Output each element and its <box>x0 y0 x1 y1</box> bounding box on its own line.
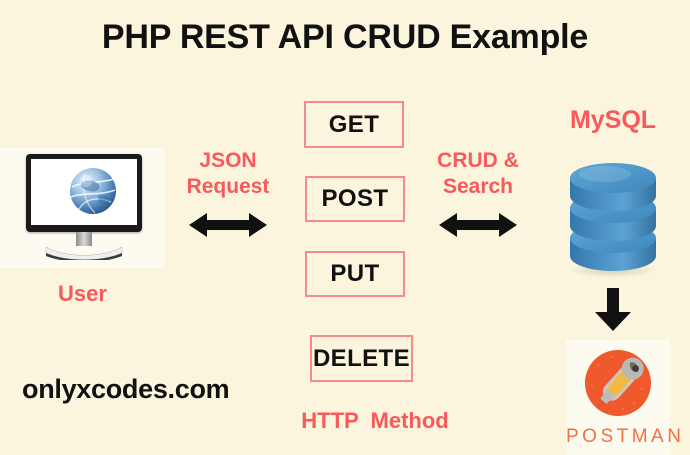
globe-icon <box>70 168 116 214</box>
double-headed-arrow-icon <box>189 213 267 237</box>
monitor-bezel <box>26 154 142 232</box>
user-label: User <box>58 281 107 306</box>
http-method-section-label: HTTP Method <box>301 408 449 433</box>
double-headed-arrow-icon <box>439 213 517 237</box>
site-watermark: onlyxcodes.com <box>22 374 230 404</box>
postman-astronaut-icon <box>585 350 651 416</box>
monitor-base <box>45 246 123 260</box>
json-request-line1: JSON <box>199 149 257 172</box>
crud-search-line1: CRUD & <box>437 149 519 172</box>
monitor-globe-icon <box>26 154 142 260</box>
json-request-line2: Request <box>186 175 270 198</box>
arrow-down-icon <box>595 288 631 331</box>
http-method-put[interactable]: PUT <box>305 251 405 297</box>
page-title: PHP REST API CRUD Example <box>101 18 589 56</box>
user-illustration <box>0 148 165 268</box>
http-method-get[interactable]: GET <box>304 101 404 148</box>
mysql-label: MySQL <box>569 106 657 134</box>
postman-wordmark: POSTMAN <box>566 426 685 447</box>
http-method-delete[interactable]: DELETE <box>310 335 413 382</box>
database-cylinder-icon <box>569 163 657 278</box>
monitor-screen <box>31 159 137 225</box>
http-method-post[interactable]: POST <box>305 176 405 222</box>
json-request-flow: JSON Request <box>172 148 284 245</box>
crud-search-flow: CRUD & Search <box>420 148 536 245</box>
monitor-neck <box>76 232 92 246</box>
postman-illustration: POSTMAN <box>566 340 685 455</box>
crud-search-line2: Search <box>442 175 514 198</box>
